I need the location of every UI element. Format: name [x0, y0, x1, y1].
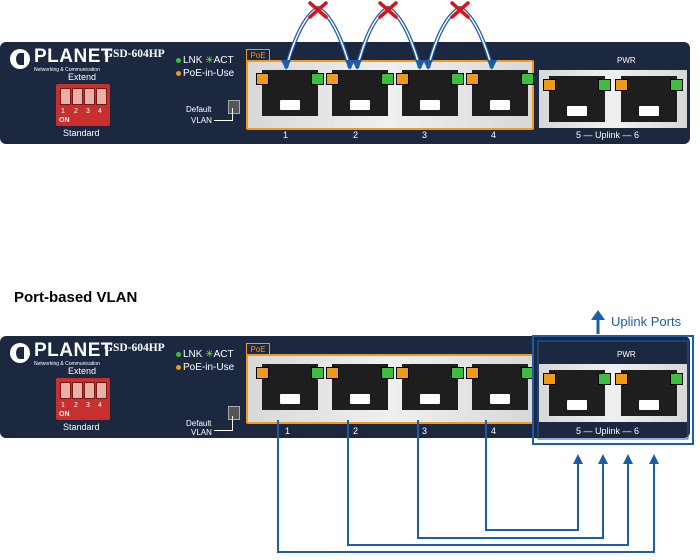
- vlan-default-label: Default: [186, 105, 212, 114]
- planet-logo: PLANET Networking & Communication: [10, 46, 113, 76]
- uplink-label: 5 — Uplink — 6: [576, 130, 640, 140]
- blocked-x-icon: [308, 1, 470, 19]
- port-5: [543, 76, 611, 122]
- blocked-links: [284, 5, 494, 69]
- port-num-3: 3: [422, 130, 428, 140]
- dip-extend-label: Extend: [68, 72, 97, 82]
- switch-panel: PLANET Networking & Communication GSD-60…: [0, 42, 690, 144]
- switch-diagram-1: PLANET Networking & Communication GSD-60…: [0, 0, 700, 150]
- port-6: [615, 76, 683, 122]
- section-title: Port-based VLAN: [14, 289, 138, 306]
- port-3: [396, 70, 464, 116]
- pwr-label: PWR: [617, 56, 636, 65]
- port-1: [256, 70, 324, 116]
- poe-legend: PoE-in-Use: [176, 68, 234, 79]
- poe-ports-group: [246, 60, 534, 130]
- dip-standard-label: Standard: [63, 128, 100, 138]
- port-4: [466, 70, 534, 116]
- vlan-connections: [277, 420, 655, 553]
- uplink-ports-label: Uplink Ports: [611, 314, 682, 329]
- model-name: GSD-604HP: [104, 48, 165, 60]
- vlan-arrowheads: [573, 454, 659, 464]
- poe-tag: PoE: [246, 49, 270, 61]
- uplink-highlight: [532, 335, 694, 445]
- port-num-4: 4: [491, 130, 497, 140]
- vlan-toggle: [228, 100, 240, 114]
- port-num-1: 1: [283, 130, 289, 140]
- vlan-label: VLAN: [191, 116, 212, 125]
- dip-switch: 1 2 3 4 ON: [56, 84, 110, 126]
- port-num-2: 2: [353, 130, 359, 140]
- uplink-ports-group: [539, 70, 687, 128]
- led-legend: LNK ✳ACT: [176, 55, 234, 66]
- act-star-icon: ✳: [205, 55, 214, 66]
- port-2: [326, 70, 394, 116]
- arc-arrowheads: [281, 60, 497, 70]
